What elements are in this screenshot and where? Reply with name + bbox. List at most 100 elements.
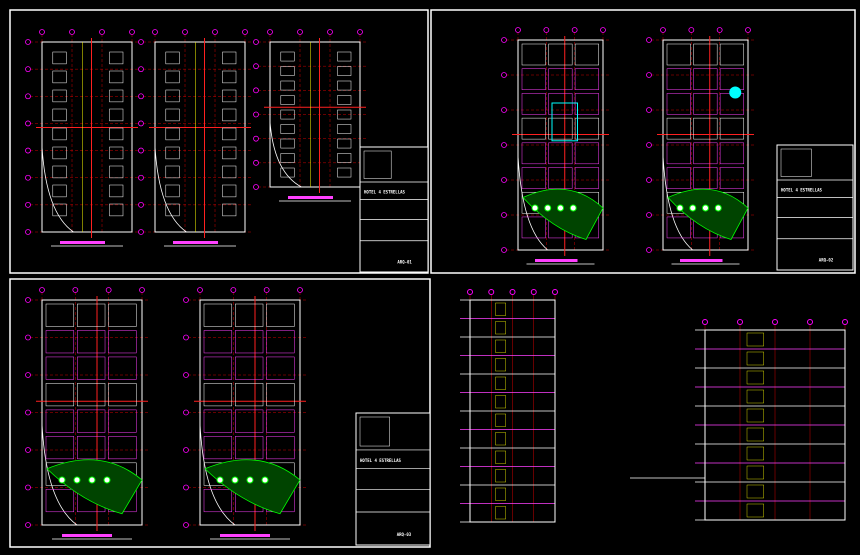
grid-bubble (501, 177, 507, 183)
window (495, 432, 506, 446)
grid-bubble (25, 93, 31, 100)
room (693, 93, 718, 115)
parking-car (337, 51, 352, 62)
exterior-wall (269, 41, 361, 188)
grid-bubble (25, 39, 31, 45)
parking-car (222, 51, 237, 65)
parking-car (165, 89, 180, 103)
grid-bubble (99, 29, 105, 35)
grid-bubble (197, 287, 203, 293)
room (266, 303, 295, 327)
room (666, 117, 691, 140)
sheet-border-2 (430, 9, 856, 274)
grid-bubble (25, 174, 31, 181)
window (495, 302, 506, 316)
room (108, 436, 137, 460)
grid-bubble (501, 37, 507, 43)
room (203, 356, 233, 380)
floor-plan (25, 287, 148, 540)
grid-bubble (183, 522, 189, 528)
room (108, 356, 137, 380)
parking-car (109, 203, 124, 217)
parking-car (222, 127, 237, 141)
section-a (460, 289, 558, 523)
window (495, 413, 506, 427)
parking-car (109, 70, 124, 84)
room (108, 409, 137, 433)
window (746, 332, 764, 347)
parking-car (52, 184, 67, 198)
grid-bubble (488, 289, 495, 295)
room (203, 303, 233, 327)
parking-car (52, 89, 67, 103)
parking-car (165, 203, 180, 217)
parking-car (222, 146, 237, 160)
parking-car (109, 184, 124, 198)
plan-title (60, 241, 105, 244)
window (746, 465, 764, 480)
curved-facade (199, 423, 236, 526)
room (108, 330, 137, 354)
window (746, 389, 764, 404)
tree (544, 204, 552, 212)
curved-facade (41, 423, 78, 526)
grid-bubble (138, 39, 144, 45)
parking-car (337, 138, 352, 149)
curved-facade (269, 121, 302, 188)
room (45, 330, 75, 354)
curved-facade (662, 155, 694, 251)
curved-facade (41, 146, 74, 233)
floor-plan (253, 29, 366, 202)
exterior-wall (154, 41, 246, 233)
curved-facade (517, 155, 549, 251)
room (235, 383, 264, 407)
grid-bubble (253, 39, 259, 45)
grid-bubble (688, 27, 695, 33)
room (719, 43, 744, 66)
room (521, 117, 546, 140)
floor-plan (25, 29, 138, 247)
tree (689, 204, 697, 212)
grid-bubble (212, 29, 218, 35)
room (666, 43, 691, 66)
parking-car (337, 95, 352, 105)
grid-bubble (25, 66, 31, 73)
grid-bubble (25, 409, 31, 416)
room (719, 142, 744, 165)
window (746, 427, 764, 442)
plan-title (680, 259, 723, 262)
parking-car (109, 51, 124, 65)
grid-bubble (646, 212, 652, 218)
tree (231, 476, 239, 484)
window (746, 351, 764, 366)
parking-car (165, 108, 180, 122)
room (266, 330, 295, 354)
grid-bubble (39, 287, 45, 293)
room (693, 68, 718, 90)
room (574, 142, 599, 165)
grid-bubble (138, 174, 144, 181)
grid-bubble (600, 27, 606, 33)
room (235, 356, 264, 380)
grid-bubble (138, 93, 144, 100)
room (45, 489, 75, 513)
window (495, 450, 506, 464)
parking-car (222, 184, 237, 198)
tree (73, 476, 81, 484)
grid-bubble (543, 27, 550, 33)
courtyard (551, 102, 578, 142)
parking-car (109, 89, 124, 103)
garden (204, 459, 301, 515)
room (719, 167, 744, 189)
tree (58, 476, 66, 484)
room (266, 356, 295, 380)
tree (216, 476, 224, 484)
parking-car (337, 153, 352, 163)
grid-bubble (25, 334, 31, 341)
room (203, 409, 233, 433)
grid-bubble (138, 147, 144, 154)
parking-car (165, 127, 180, 141)
grid-bubble (182, 29, 188, 35)
